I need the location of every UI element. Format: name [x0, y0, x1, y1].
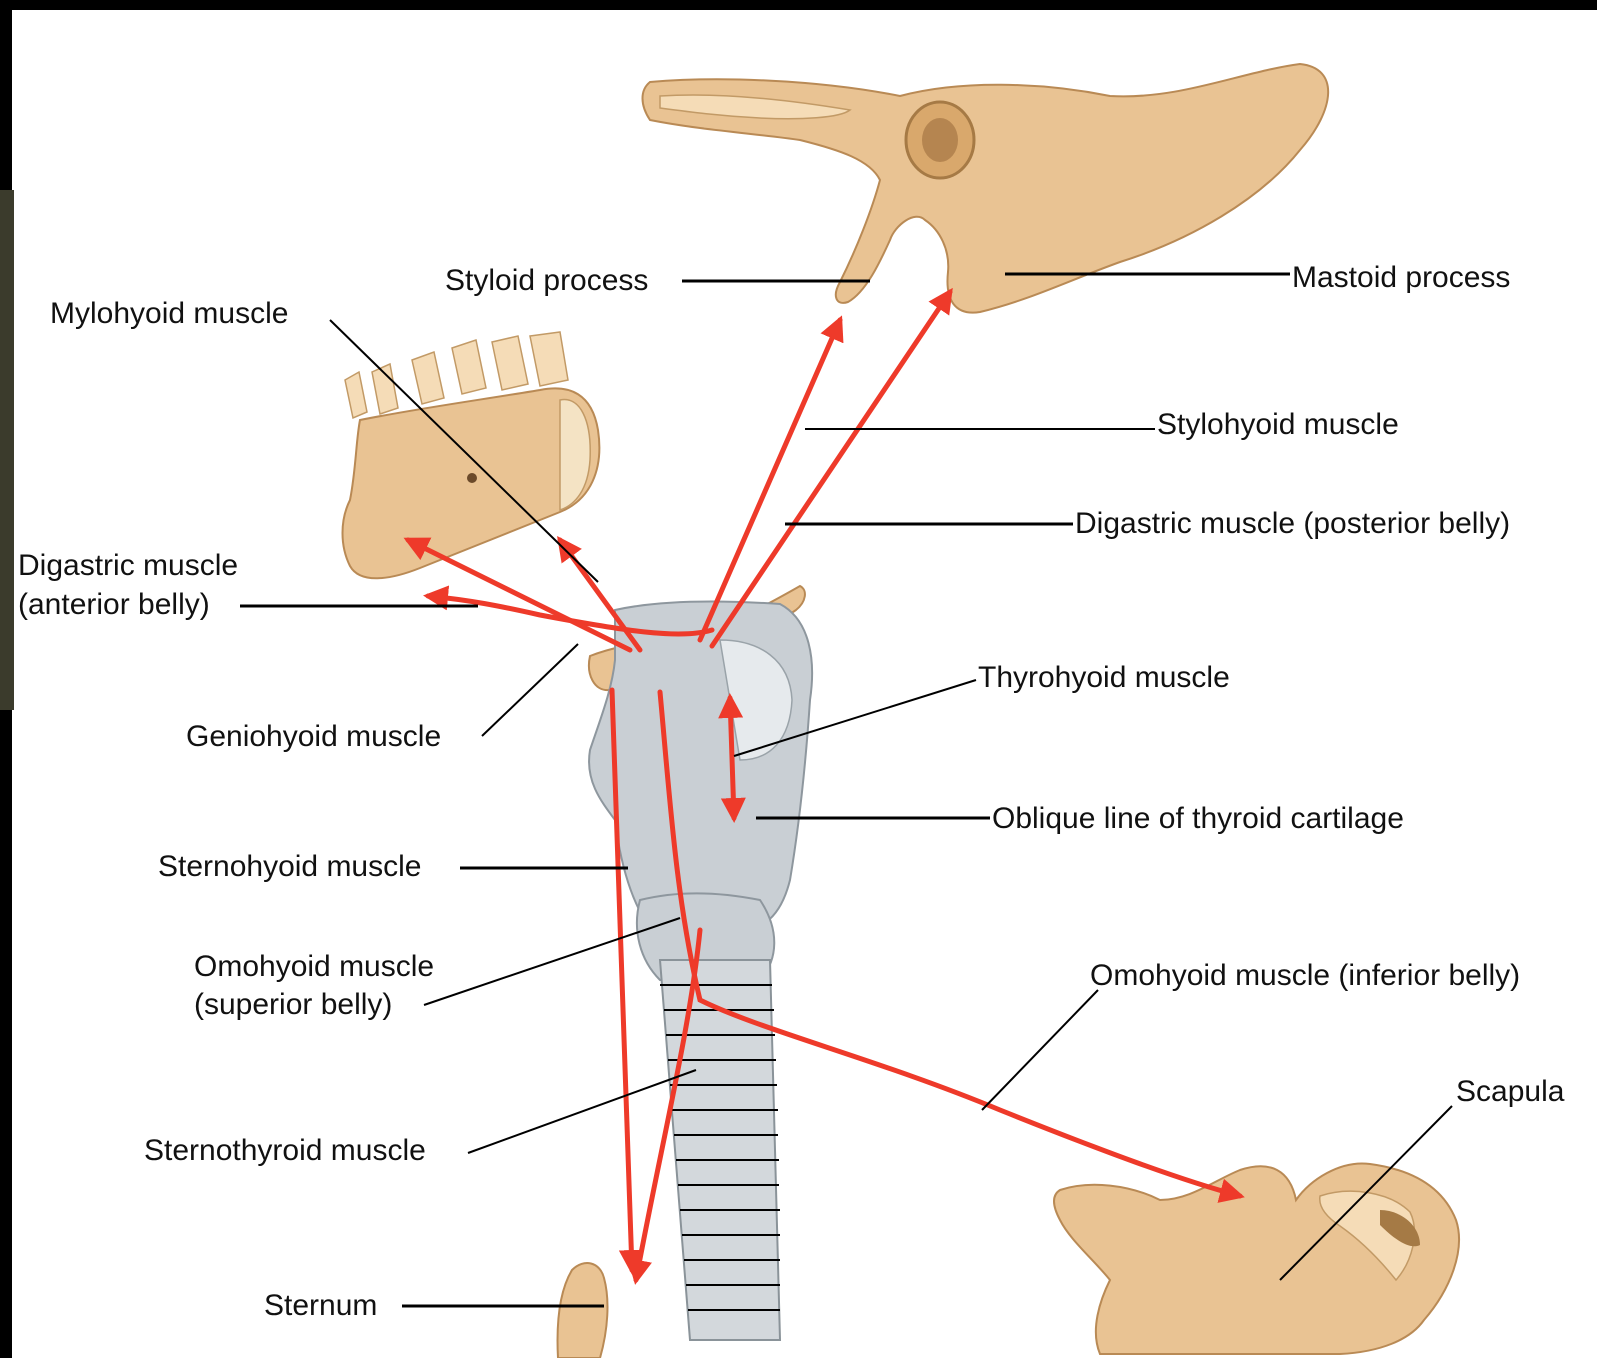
- label-geniohyoid-muscle: Geniohyoid muscle: [186, 720, 441, 753]
- label-omohyoid-superior-line1: Omohyoid muscle: [194, 950, 434, 983]
- label-omohyoid-superior-line2: (superior belly): [194, 988, 392, 1021]
- label-sternohyoid-muscle: Sternohyoid muscle: [158, 850, 421, 883]
- label-styloid-process: Styloid process: [445, 264, 648, 297]
- label-digastric-posterior: Digastric muscle (posterior belly): [1075, 507, 1510, 540]
- label-digastric-anterior-line2: (anterior belly): [18, 588, 210, 621]
- label-scapula: Scapula: [1456, 1075, 1565, 1108]
- label-sternothyroid-muscle: Sternothyroid muscle: [144, 1134, 426, 1167]
- label-sternum: Sternum: [264, 1289, 377, 1322]
- label-mastoid-process: Mastoid process: [1292, 261, 1510, 294]
- left-edge-strip: [0, 190, 14, 710]
- label-stylohyoid-muscle: Stylohyoid muscle: [1157, 408, 1399, 441]
- scapula-bone: [1054, 1163, 1459, 1354]
- label-omohyoid-inferior: Omohyoid muscle (inferior belly): [1090, 959, 1520, 992]
- label-oblique-line: Oblique line of thyroid cartilage: [992, 802, 1404, 835]
- label-digastric-anterior-line1: Digastric muscle: [18, 549, 238, 582]
- label-thyrohyoid-muscle: Thyrohyoid muscle: [978, 661, 1230, 694]
- label-mylohyoid-muscle: Mylohyoid muscle: [50, 297, 288, 330]
